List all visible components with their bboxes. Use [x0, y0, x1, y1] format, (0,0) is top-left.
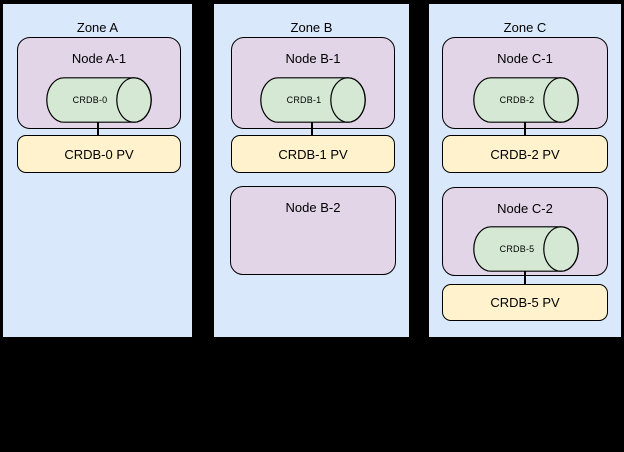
database-cylinder-shape: [46, 77, 152, 123]
pv-crdb-2-label: CRDB-2 PV: [490, 146, 560, 162]
connector-node-b-1-to-pv: [311, 122, 313, 136]
zone-b: Zone B Node B-1 CRDB-1 CRDB-1 PV Node B-…: [213, 3, 410, 338]
node-c-1: Node C-1 CRDB-2: [442, 37, 608, 129]
db-cylinder-crdb-1: CRDB-1: [260, 77, 366, 123]
db-cylinder-crdb-5: CRDB-5: [473, 226, 579, 272]
connector-node-a-1-to-pv: [97, 122, 99, 136]
database-cylinder-shape: [473, 226, 579, 272]
node-a-1-label: Node A-1: [71, 51, 127, 66]
db-cylinder-crdb-2-label: CRDB-2: [499, 95, 535, 105]
db-cylinder-crdb-0-label: CRDB-0: [72, 95, 108, 105]
pv-crdb-1: CRDB-1 PV: [231, 135, 395, 173]
connector-node-c-1-to-pv: [524, 122, 526, 136]
node-b-2: Node B-2: [230, 186, 396, 275]
node-c-2-label: Node C-2: [497, 201, 553, 216]
pv-crdb-0-label: CRDB-0 PV: [64, 146, 134, 162]
pv-crdb-2: CRDB-2 PV: [442, 135, 608, 173]
node-a-1: Node A-1 CRDB-0: [17, 37, 181, 129]
database-cylinder-shape: [260, 77, 366, 123]
node-b-2-label: Node B-2: [285, 200, 341, 215]
db-cylinder-crdb-2: CRDB-2: [473, 77, 579, 123]
zone-c: Zone C Node C-1 CRDB-2 CRDB-2 PV Node C-…: [428, 3, 622, 338]
zone-a-title: Zone A: [76, 20, 119, 35]
pv-crdb-5: CRDB-5 PV: [442, 284, 608, 321]
zone-b-title: Zone B: [290, 20, 333, 35]
database-cylinder-shape: [473, 77, 579, 123]
node-c-2: Node C-2 CRDB-5: [442, 187, 608, 276]
zone-c-title: Zone C: [503, 20, 547, 35]
pv-crdb-0: CRDB-0 PV: [17, 135, 181, 173]
db-cylinder-crdb-1-label: CRDB-1: [286, 95, 322, 105]
connector-node-c-2-to-pv: [524, 271, 526, 285]
node-c-1-label: Node C-1: [497, 51, 553, 66]
pv-crdb-5-label: CRDB-5 PV: [490, 295, 560, 310]
zone-a: Zone A Node A-1 CRDB-0 CRDB-0 PV: [2, 3, 193, 338]
node-b-1: Node B-1 CRDB-1: [231, 37, 395, 129]
node-b-1-label: Node B-1: [285, 51, 341, 66]
pv-crdb-1-label: CRDB-1 PV: [278, 146, 348, 162]
db-cylinder-crdb-0: CRDB-0: [46, 77, 152, 123]
db-cylinder-crdb-5-label: CRDB-5: [499, 244, 535, 254]
